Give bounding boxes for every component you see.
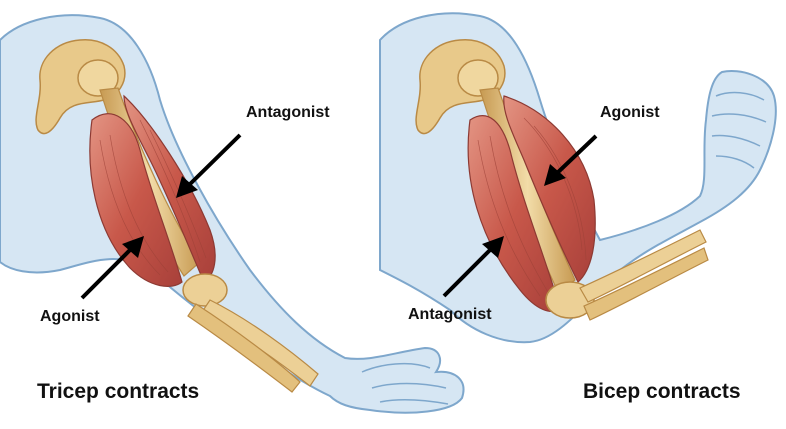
left-elbow-joint (183, 274, 227, 306)
right-antagonist-label: Antagonist (408, 306, 492, 324)
left-agonist-label: Agonist (40, 308, 100, 326)
right-agonist-label: Agonist (600, 104, 660, 122)
right-arm-illustration (380, 13, 776, 342)
left-antagonist-label: Antagonist (246, 104, 330, 122)
left-caption: Tricep contracts (37, 380, 199, 404)
right-caption: Bicep contracts (583, 380, 741, 404)
